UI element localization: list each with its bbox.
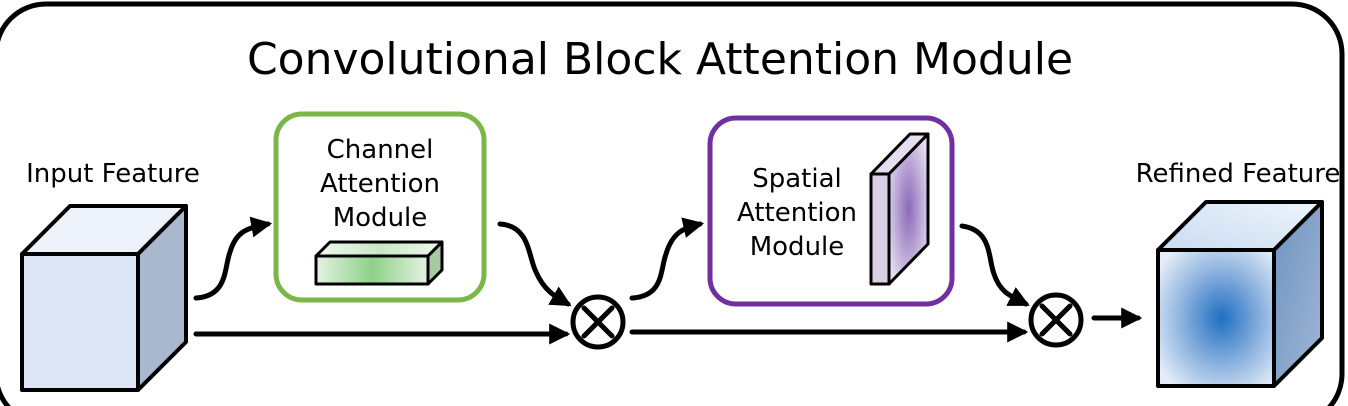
refined-feature-cube [1156,200,1324,388]
multiply-operator-1 [570,294,626,350]
spatial-attention-label-line-3: Module [750,232,845,262]
arrow-channel-to-multiply-1 [497,221,572,307]
channel-attention-label-line-3: Module [333,203,428,233]
arrow-spatial-to-multiply-2 [959,223,1030,307]
multiply-operator-2 [1028,292,1084,348]
channel-attention-map [314,240,444,286]
arrow-input-to-channel [193,216,273,301]
diagram-title: Convolutional Block Attention Module [247,34,1073,85]
spatial-attention-label-line-1: Spatial [752,164,842,194]
channel-attention-label-line-1: Channel [327,135,434,165]
refined-feature-label: Refined Feature [1136,159,1341,189]
spatial-attention-label-line-2: Attention [737,198,857,228]
input-feature-label: Input Feature [26,159,200,189]
spatial-attention-map [869,132,930,286]
input-feature-cube [20,204,188,392]
arrow-multiply-1-to-spatial [629,217,705,301]
channel-attention-label-line-2: Attention [320,169,440,199]
